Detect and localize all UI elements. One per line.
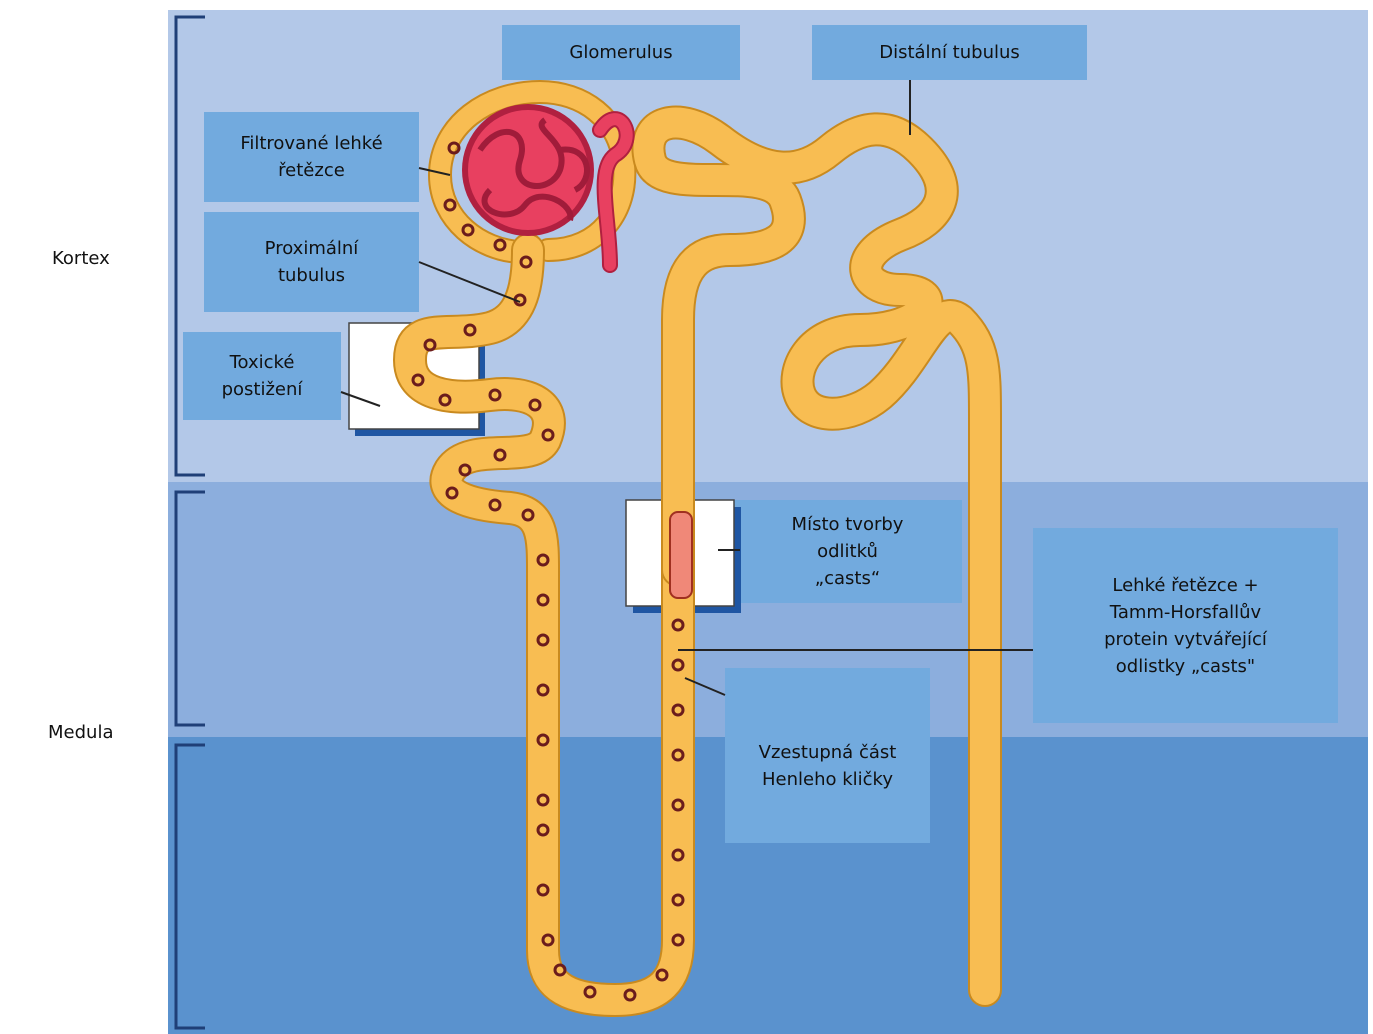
cast-formation-site-label: Místo tvorby odlitků „casts“ [740,500,955,603]
filtered-light-chains-label: Filtrované lehké řetězce [204,112,419,202]
light-chains-thp-casts-label: Lehké řetězce + Tamm-Horsfallův protein … [1033,528,1338,723]
proximal-tubule-label: Proximální tubulus [204,212,419,312]
ascending-limb-label: Vzestupná část Henleho kličky [725,668,930,863]
glomerulus-label: Glomerulus [502,25,740,80]
distal-tubule-label: Distální tubulus [812,25,1087,80]
medulla-label: Medula [48,722,113,743]
cortex-label: Kortex [52,248,110,269]
cast [670,512,692,598]
toxic-damage-label: Toxické postižení [183,332,341,420]
